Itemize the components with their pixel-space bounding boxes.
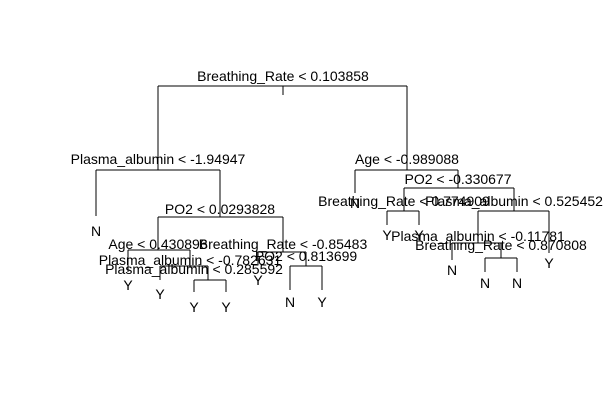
leaf-label: Y: [544, 255, 554, 271]
split-label: Age < 0.430896: [108, 236, 207, 252]
split-labels: Breathing_Rate < 0.103858 Plasma_albumin…: [71, 68, 604, 277]
leaf-labels: N Y Y Y Y Y N Y N Y Y N N N Y: [91, 195, 554, 315]
leaf-label: N: [91, 223, 101, 239]
leaf-label: Y: [382, 227, 392, 243]
split-label: Breathing_Rate < 0.774909: [318, 193, 490, 209]
split-label: PO2 < -0.330677: [404, 171, 511, 187]
leaf-label: Y: [155, 286, 165, 302]
split-label: PO2 < 0.813699: [255, 248, 358, 264]
tree-branches: [95, 85, 550, 292]
split-label: Breathing_Rate < 0.870808: [415, 237, 587, 253]
leaf-label: Y: [221, 299, 231, 315]
leaf-label: N: [512, 275, 522, 291]
leaf-label: Y: [123, 277, 133, 293]
leaf-label: N: [480, 275, 490, 291]
leaf-label: Y: [189, 299, 199, 315]
split-label: Plasma_albumin < 0.285592: [105, 261, 283, 277]
leaf-label: N: [285, 294, 295, 310]
split-label: Plasma_albumin < -0.11781: [391, 228, 565, 244]
leaf-label: N: [447, 262, 457, 278]
leaf-label: N: [350, 195, 360, 211]
leaf-label: Y: [414, 227, 424, 243]
split-label: Breathing_Rate < 0.103858: [197, 68, 369, 84]
split-label: Plasma_albumin < 0.525452: [425, 193, 603, 209]
split-label: Age < -0.989088: [355, 151, 459, 167]
split-label: Plasma_albumin < -1.94947: [71, 151, 246, 167]
split-label: Plasma_albumin < -0.782631: [99, 252, 282, 268]
leaf-label: Y: [253, 272, 263, 288]
leaf-label: Y: [317, 294, 327, 310]
split-label: Breathing_Rate < -0.85483: [199, 236, 368, 252]
split-label: PO2 < 0.0293828: [165, 201, 275, 217]
